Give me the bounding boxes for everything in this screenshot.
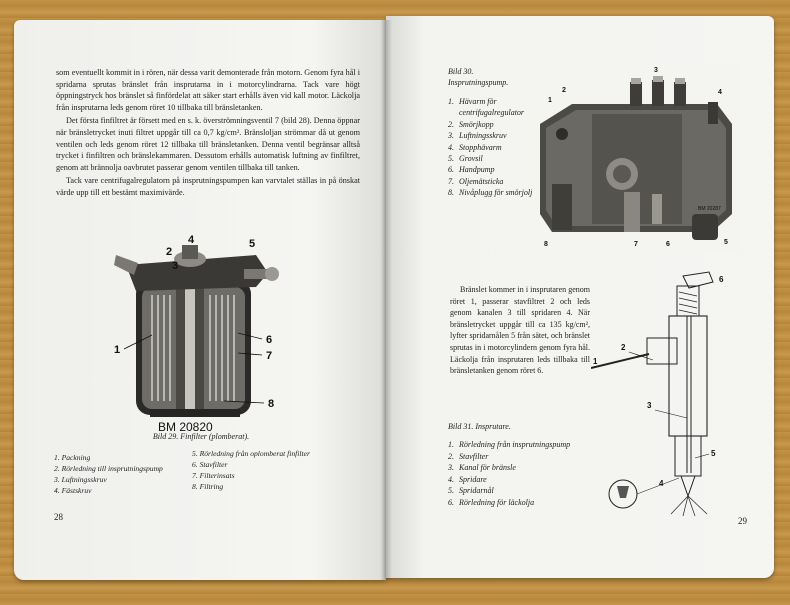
list-item: 2.Smörjkopp [448,119,494,129]
injector-paragraph: Bränslet kommer in i insprutaren genom r… [450,285,590,376]
figure-subtitle: Insprutningspump. [448,78,509,87]
figure-caption: Bild 29. Finfilter (plomberat). [152,432,250,441]
callout-label: 2 [166,246,172,258]
book-gutter [380,20,392,580]
callout-label: 5 [249,238,255,250]
callout-label: 7 [266,350,272,362]
callout-label: 5 [724,239,728,246]
list-item: 3.Kanal för bränsle [448,463,516,473]
callout-label: 6 [666,241,670,248]
list-item: 7.Oljemätsticka [448,176,504,186]
page-number: 28 [54,512,63,522]
callout-label: 2 [562,87,566,94]
callout-label: 1 [593,357,598,366]
callout-label: 4 [188,234,195,246]
callout-label: 3 [172,260,178,272]
figure-code: BM 20820 [158,420,213,434]
list-item: 5.Spridarnål [448,486,494,496]
figure-30-legend: 1.Hävarm för centrifugalregulator 2.Smör… [448,96,538,199]
injection-pump-photo: 1 2 3 4 5 6 7 8 BM 20287 [532,64,742,254]
list-item: 6.Handpump [448,165,495,175]
callout-label: 1 [548,97,552,104]
callout-label: 6 [266,334,272,346]
list-item: 1.Hävarm för centrifugalregulator [448,97,525,118]
legend-item: 3. Luftningsskruv [54,475,107,484]
list-item: 1.Rörledning från insprutningspump [448,440,571,449]
callout-label: 8 [544,241,548,248]
paragraph: Det första finfiltret är försett med en … [56,116,360,172]
callout-label: 8 [268,398,274,410]
callout-label: 3 [654,67,658,74]
figure-31-legend: 1.Rörledning från insprutningspump 2.Sta… [448,439,598,509]
callout-label: 5 [711,449,716,458]
callout-label: 4 [718,89,722,96]
callout-label: 7 [634,241,638,248]
fine-filter-illustration: 2 3 4 5 1 6 7 8 BM 20820 [114,234,279,434]
legend-item: 4. Fästskruv [54,486,92,495]
right-page: Bild 30. Insprutningspump. 1.Hävarm för … [386,16,774,578]
list-item: 4.Spridare [448,474,487,484]
legend-item: 1. Packning [54,453,91,462]
page-number: 29 [738,516,747,526]
open-booklet: som eventuellt kommit in i rören, när de… [14,16,774,590]
figure-code: BM 20287 [698,206,721,212]
list-item: 2.Stavfilter [448,451,489,461]
paragraph: som eventuellt kommit in i rören, när de… [56,68,360,112]
callout-label: 2 [621,343,626,352]
left-page-text: som eventuellt kommit in i rören, när de… [56,67,360,201]
injector-diagram: 1 2 3 4 5 6 [591,271,724,517]
callout-label: 4 [659,479,664,488]
figure-31-title: Bild 31. Insprutare. [448,422,511,431]
list-item: 4.Stopphävarm [448,142,502,152]
callout-label: 1 [114,344,120,356]
figure-30-heading: Bild 30. Insprutningspump. [448,66,508,88]
legend-item: 7. Filterinsats [192,471,235,480]
list-item: 3.Luftningsskruv [448,131,507,141]
legend-column-right: 5. Rörledning från oplomberat finfilter … [192,448,310,492]
list-item: 6.Rörledning för läckolja [448,497,535,507]
legend-item: 5. Rörledning från oplomberat finfilter [192,449,310,458]
figure-title: Bild 30. [448,67,474,76]
legend-item: 8. Filtring [192,482,224,491]
legend-column-left: 1. Packning 2. Rörledning till insprutni… [54,452,163,496]
paragraph: Tack vare centrifugalregulatorn på inspr… [56,176,360,197]
list-item: 8.Nivåplugg för smörjolja [448,188,537,198]
legend-item: 2. Rörledning till insprutningspump [54,464,163,473]
legend-item: 6. Stavfilter [192,460,228,469]
callout-label: 6 [719,275,724,284]
callout-label: 3 [647,401,652,410]
list-item: 5.Grovsil [448,154,483,164]
left-page: som eventuellt kommit in i rören, när de… [14,20,386,580]
